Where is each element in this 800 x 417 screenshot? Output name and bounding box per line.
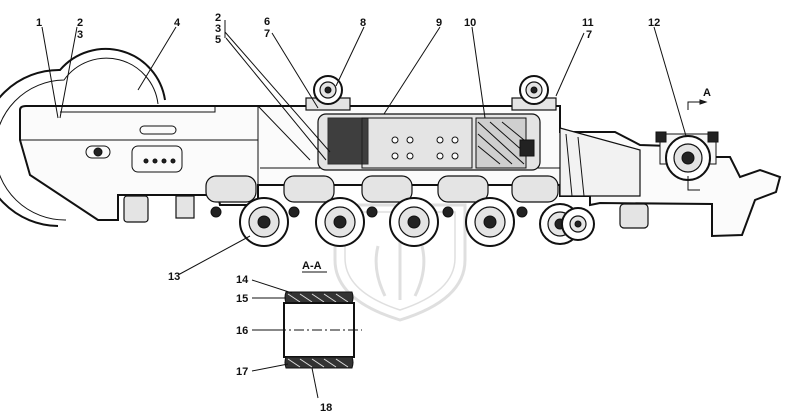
callout-13: 13 bbox=[168, 271, 180, 283]
section-view-aa: A-A bbox=[276, 260, 362, 369]
callout-9: 9 bbox=[436, 17, 442, 29]
rear-hub bbox=[655, 131, 719, 181]
callout-12: 12 bbox=[648, 17, 660, 29]
svg-text:A: A bbox=[703, 87, 711, 99]
callout-16: 16 bbox=[236, 325, 248, 337]
track-roller-2 bbox=[283, 175, 365, 247]
section-title: A-A bbox=[302, 260, 322, 272]
callout-11: 11 bbox=[582, 17, 594, 29]
carrier-roller-1 bbox=[305, 75, 351, 111]
tension-spring bbox=[475, 117, 535, 169]
callout-17: 17 bbox=[236, 366, 248, 378]
leader-lines bbox=[41, 20, 687, 399]
callout-labels: 1 2 3 4 2 3 5 6 7 8 9 10 11 7 12 13 14 1… bbox=[36, 12, 660, 414]
callout-2: 2 bbox=[77, 17, 83, 29]
section-marker: A bbox=[687, 87, 711, 191]
watermark-emblem bbox=[333, 203, 467, 322]
track-roller-4 bbox=[437, 175, 515, 247]
callout-14: 14 bbox=[236, 274, 249, 286]
frame-body bbox=[19, 105, 782, 238]
track-roller-1 bbox=[205, 175, 289, 247]
callout-7b: 7 bbox=[586, 29, 592, 41]
callout-6: 6 bbox=[264, 16, 270, 28]
track-roller-6 bbox=[561, 207, 595, 241]
callout-15: 15 bbox=[236, 293, 248, 305]
callout-1: 1 bbox=[36, 17, 42, 29]
callout-5: 5 bbox=[215, 34, 221, 46]
callout-3b: 3 bbox=[215, 23, 221, 35]
carrier-roller-2 bbox=[511, 75, 557, 111]
callout-8: 8 bbox=[360, 17, 366, 29]
callout-2b: 2 bbox=[215, 12, 221, 24]
callout-4: 4 bbox=[174, 17, 181, 29]
callout-18: 18 bbox=[320, 402, 332, 414]
callout-7: 7 bbox=[264, 28, 270, 40]
track-roller-3 bbox=[361, 175, 439, 247]
callout-10: 10 bbox=[464, 17, 476, 29]
callout-3: 3 bbox=[77, 29, 83, 41]
